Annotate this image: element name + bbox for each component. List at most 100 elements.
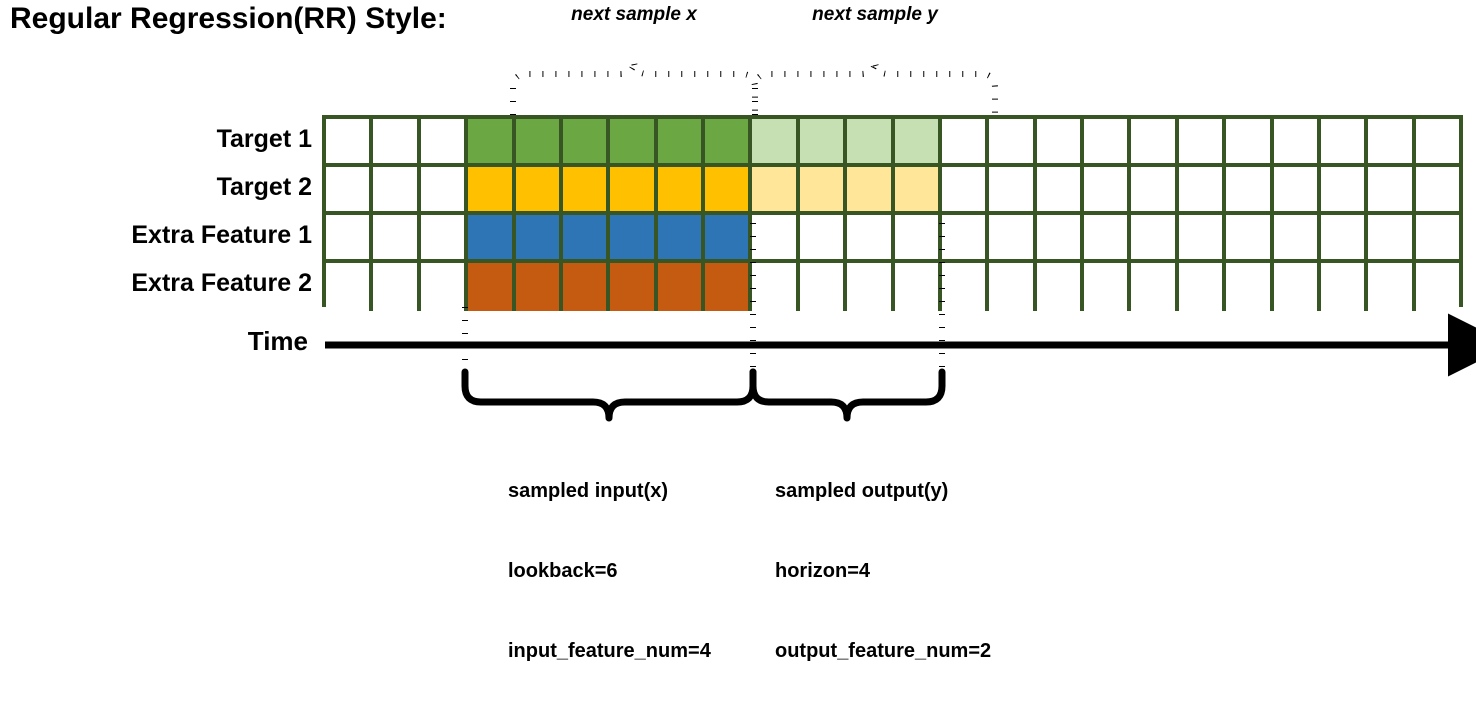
grid-cell-input bbox=[705, 119, 753, 167]
grid-cell-output bbox=[894, 119, 942, 167]
grid-cell-empty bbox=[373, 119, 421, 167]
grid-cell-empty bbox=[373, 215, 421, 263]
caption-sampled-output-line-2: horizon=4 bbox=[775, 559, 871, 582]
grid-cell-empty bbox=[1226, 263, 1274, 311]
solid-brace-sampled-output bbox=[749, 368, 946, 422]
caption-sampled-output-line-1: sampled output(y) bbox=[775, 479, 949, 502]
grid-cell-input bbox=[468, 119, 516, 167]
annotation-next-sample-x: next sample x bbox=[571, 4, 697, 25]
caption-sampled-output: sampled output(y) horizon=4 output_featu… bbox=[775, 424, 991, 719]
grid-cell-empty bbox=[1084, 167, 1132, 215]
row-label-target-2: Target 2 bbox=[216, 173, 312, 201]
grid-cell-input bbox=[515, 167, 563, 215]
grid-cell-input bbox=[610, 263, 658, 311]
annotation-next-sample-y: next sample y bbox=[812, 4, 938, 25]
grid-cell-empty bbox=[420, 167, 469, 215]
grid-cell-input bbox=[468, 215, 516, 263]
grid-cell-empty bbox=[373, 263, 421, 311]
grid-cell-empty bbox=[1131, 215, 1179, 263]
grid-cell-input bbox=[610, 215, 658, 263]
grid-cell-input bbox=[515, 263, 563, 311]
grid-cell-empty bbox=[1036, 119, 1084, 167]
grid-cell-output bbox=[799, 167, 848, 215]
grid-cell-empty bbox=[420, 263, 469, 311]
grid-cell-empty bbox=[989, 263, 1037, 311]
grid-cell-empty bbox=[847, 215, 895, 263]
grid-cell-empty bbox=[799, 215, 848, 263]
grid-cell-input bbox=[562, 215, 611, 263]
grid-cell-input bbox=[468, 263, 516, 311]
grid-cell-empty bbox=[752, 263, 800, 311]
grid-cell-input bbox=[657, 215, 705, 263]
grid-cell-empty bbox=[1368, 263, 1416, 311]
grid-cell-empty bbox=[326, 167, 374, 215]
grid-cell-output bbox=[799, 119, 848, 167]
caption-sampled-input: sampled input(x) lookback=6 input_featur… bbox=[508, 424, 711, 719]
grid-cell-empty bbox=[1415, 167, 1459, 215]
row-label-extra-feature-2: Extra Feature 2 bbox=[131, 269, 312, 297]
caption-sampled-input-line-3: input_feature_num=4 bbox=[508, 640, 711, 663]
grid-cell-input bbox=[657, 167, 705, 215]
grid-cell-empty bbox=[752, 215, 800, 263]
grid-cell-empty bbox=[1320, 263, 1369, 311]
grid-cell-input bbox=[705, 263, 753, 311]
grid-cell-empty bbox=[1368, 215, 1416, 263]
grid-row bbox=[326, 215, 1459, 263]
grid-cell-input bbox=[515, 119, 563, 167]
grid-cell-empty bbox=[894, 215, 942, 263]
grid-cell-empty bbox=[420, 215, 469, 263]
grid-cell-empty bbox=[941, 263, 990, 311]
grid-cell-empty bbox=[1084, 263, 1132, 311]
grid-cell-empty bbox=[1320, 167, 1369, 215]
grid-cell-empty bbox=[1368, 167, 1416, 215]
grid-cell-input bbox=[610, 119, 658, 167]
grid-row bbox=[326, 119, 1459, 167]
grid-cell-empty bbox=[326, 215, 374, 263]
dotted-brace-next-sample-y bbox=[752, 59, 998, 115]
grid-cell-input bbox=[562, 119, 611, 167]
grid-cell-empty bbox=[1226, 119, 1274, 167]
caption-sampled-input-line-2: lookback=6 bbox=[508, 559, 618, 582]
grid-row bbox=[326, 263, 1459, 311]
grid-cell-input bbox=[562, 263, 611, 311]
row-label-extra-feature-1: Extra Feature 1 bbox=[131, 221, 312, 249]
grid-cell-empty bbox=[1320, 119, 1369, 167]
grid-cell-empty bbox=[847, 263, 895, 311]
grid-cell-empty bbox=[894, 263, 942, 311]
grid-cell-empty bbox=[1036, 167, 1084, 215]
grid-cell-empty bbox=[420, 119, 469, 167]
diagram-canvas: Regular Regression(RR) Style: next sampl… bbox=[0, 2, 1476, 662]
grid-cell-input bbox=[705, 215, 753, 263]
grid-cell-empty bbox=[1415, 263, 1459, 311]
grid-cell-empty bbox=[799, 263, 848, 311]
grid-cell-input bbox=[705, 167, 753, 215]
grid-cell-empty bbox=[1131, 263, 1179, 311]
grid-cell-empty bbox=[1226, 215, 1274, 263]
grid-cell-empty bbox=[1368, 119, 1416, 167]
grid-cell-empty bbox=[373, 167, 421, 215]
page-title: Regular Regression(RR) Style: bbox=[10, 2, 447, 35]
row-label-target-1: Target 1 bbox=[216, 125, 312, 153]
grid-cell-empty bbox=[1178, 215, 1227, 263]
grid-cell-input bbox=[657, 263, 705, 311]
grid-cell-output bbox=[752, 119, 800, 167]
grid-cell-empty bbox=[1084, 215, 1132, 263]
grid-cell-empty bbox=[1273, 263, 1321, 311]
dotted-brace-next-sample-x bbox=[510, 59, 758, 115]
grid-cell-empty bbox=[1226, 167, 1274, 215]
grid-cell-empty bbox=[1178, 263, 1227, 311]
grid-cell-empty bbox=[1178, 119, 1227, 167]
grid-cell-output bbox=[847, 167, 895, 215]
time-axis-label: Time bbox=[247, 326, 308, 356]
timeline-grid bbox=[322, 115, 1463, 311]
grid-cell-empty bbox=[941, 215, 990, 263]
row-label-column: Target 1 Target 2 Extra Feature 1 Extra … bbox=[0, 115, 312, 307]
grid-cell-output bbox=[847, 119, 895, 167]
grid-cell-empty bbox=[1273, 119, 1321, 167]
grid-cell-empty bbox=[941, 167, 990, 215]
grid-cell-empty bbox=[326, 263, 374, 311]
grid-cell-empty bbox=[1036, 263, 1084, 311]
grid-cell-input bbox=[657, 119, 705, 167]
caption-sampled-output-line-3: output_feature_num=2 bbox=[775, 640, 992, 663]
grid-cell-empty bbox=[941, 119, 990, 167]
